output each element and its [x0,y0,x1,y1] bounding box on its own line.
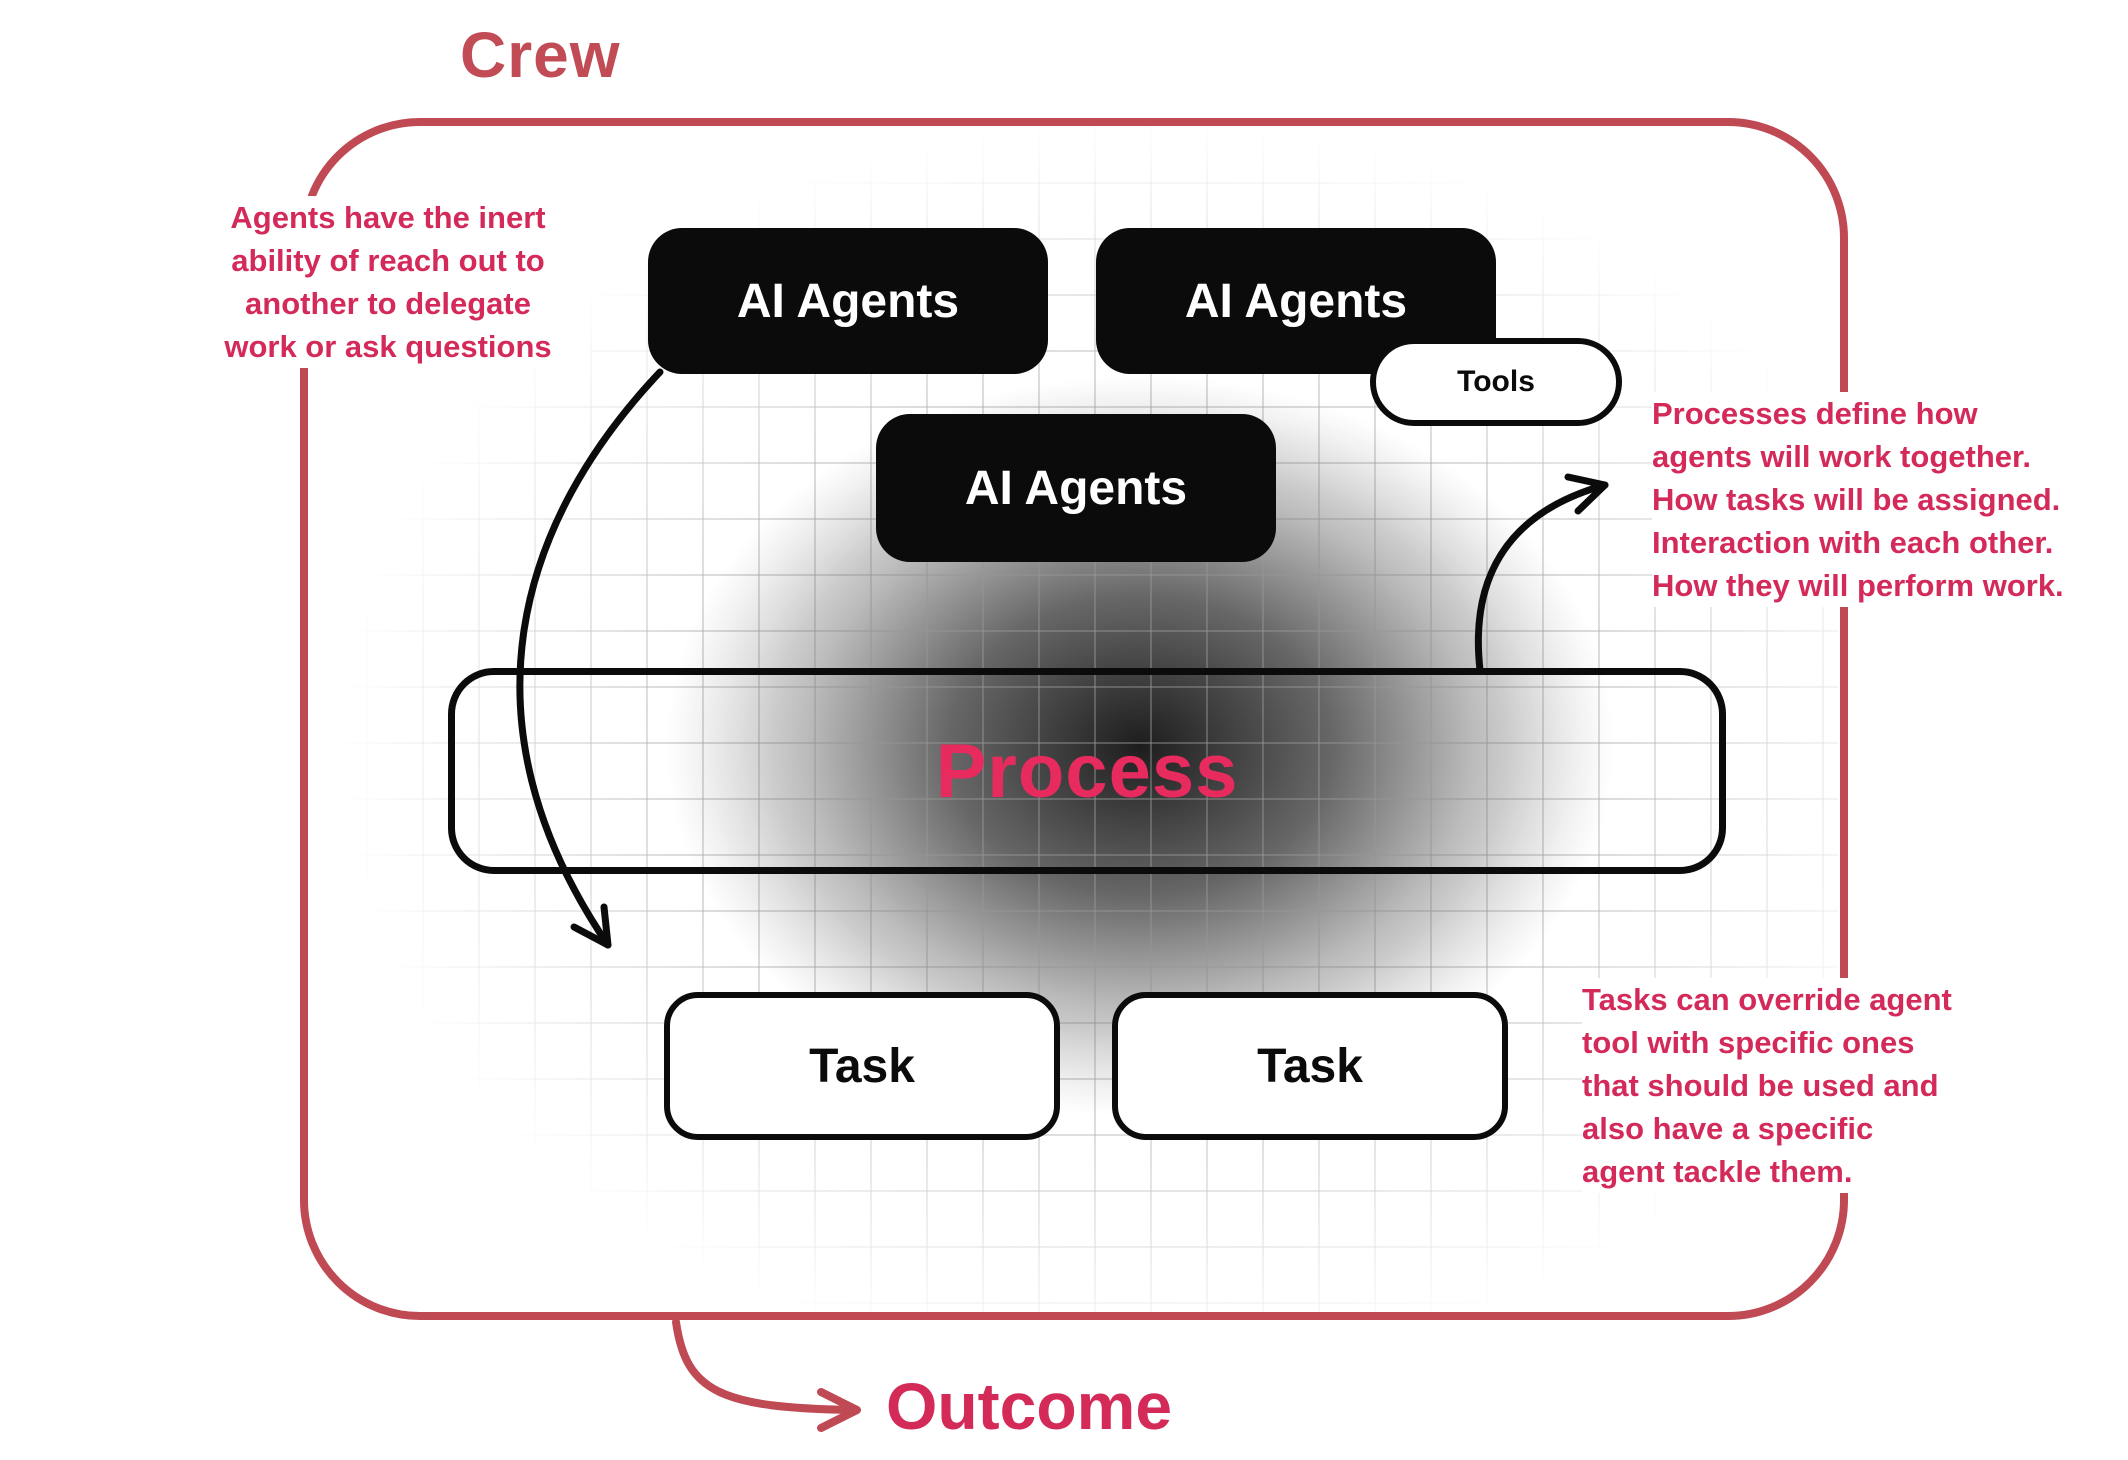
annotation-delegation: Agents have the inert ability of reach o… [186,196,590,368]
process-box: Process [448,668,1726,874]
annotation-tasks: Tasks can override agent tool with speci… [1582,978,2034,1193]
outcome-arrow [672,1318,859,1414]
ai-agents-box-1: AI Agents [648,228,1048,374]
tools-box: Tools [1370,338,1622,426]
task-label-2: Task [1257,1039,1363,1093]
outcome-arrowhead-icon [817,1388,861,1432]
crew-title: Crew [460,19,621,91]
tools-label: Tools [1457,365,1535,398]
ai-agents-label-2: AI Agents [1184,274,1408,328]
task-box-1: Task [664,992,1060,1140]
ai-agents-label-1: AI Agents [736,274,960,328]
annotation-process: Processes define how agents will work to… [1652,392,2128,607]
outcome-label: Outcome [886,1369,1173,1443]
process-label: Process [935,728,1239,814]
task-box-2: Task [1112,992,1508,1140]
task-label-1: Task [809,1039,915,1093]
ai-agents-label-3: AI Agents [964,461,1188,515]
crew-boundary [300,118,1848,1320]
ai-agents-box-3: AI Agents [876,414,1276,562]
ai-agents-box-2: AI Agents [1096,228,1496,374]
